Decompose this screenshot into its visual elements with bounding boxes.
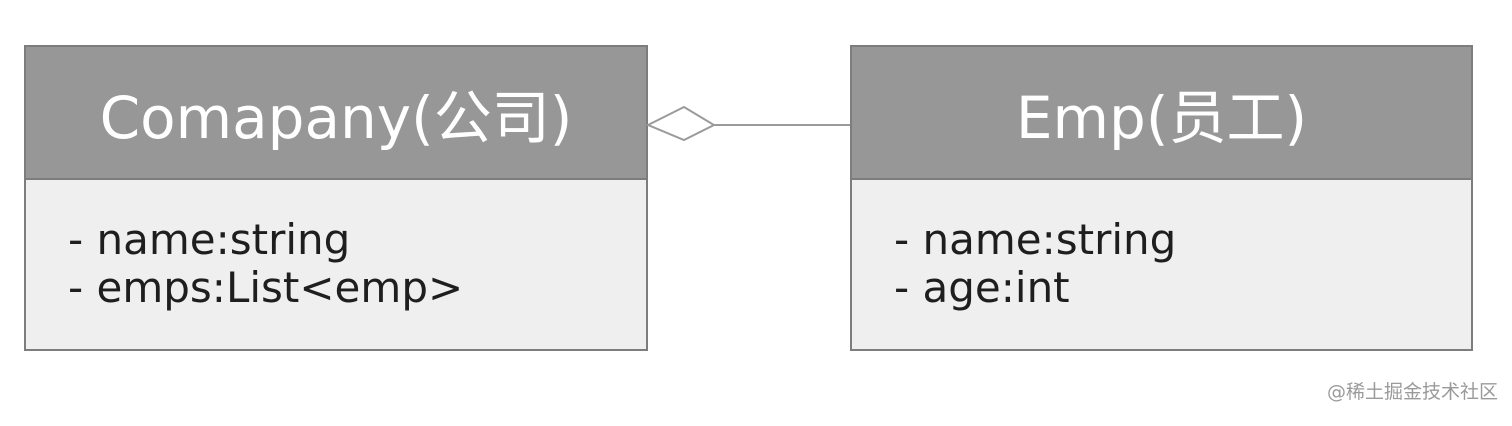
uml-class-company[interactable]: Comapany(公司) - name:string - emps:List<e… bbox=[24, 45, 648, 351]
attribute-emp-name: - name:string bbox=[894, 215, 1177, 264]
aggregation-diamond-icon bbox=[645, 105, 717, 142]
aggregation-connector bbox=[645, 105, 852, 142]
uml-class-emp[interactable]: Emp(员工) - name:string - age:int bbox=[850, 45, 1473, 351]
class-name-emp: Emp(员工) bbox=[852, 47, 1471, 180]
attribute-company-emps: - emps:List<emp> bbox=[68, 263, 464, 312]
class-attributes-company: - name:string - emps:List<emp> bbox=[26, 180, 646, 312]
attribute-company-name: - name:string bbox=[68, 215, 351, 264]
class-name-company: Comapany(公司) bbox=[26, 47, 646, 180]
class-attributes-emp: - name:string - age:int bbox=[852, 180, 1471, 312]
attribute-emp-age: - age:int bbox=[894, 263, 1070, 312]
watermark: @稀土掘金技术社区 bbox=[1326, 381, 1498, 403]
